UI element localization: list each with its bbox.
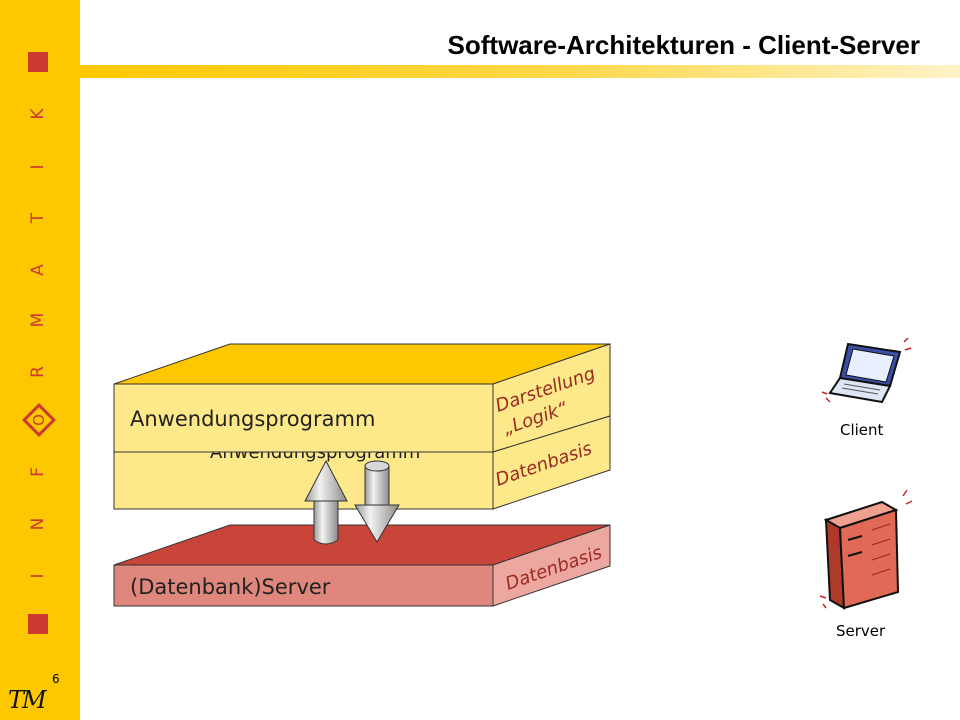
server-tower-icon (819, 489, 913, 610)
laptop-icon (821, 337, 912, 404)
client-stack: Anwendungsprogramm Anwendungsprogramm Da… (113, 343, 611, 510)
sidebar-square-bottom (28, 614, 48, 634)
up-arrow-icon (304, 459, 348, 545)
client-label: Client (840, 421, 884, 439)
down-arrow-icon (354, 460, 400, 543)
title-underline (80, 65, 960, 78)
server-front-label: (Datenbank)Server (130, 575, 331, 599)
client-front-box (113, 383, 494, 453)
server-label: Server (836, 622, 886, 640)
server-stack: (Datenbank)Server Datenbasis (113, 524, 611, 607)
page-title: Software-Architekturen - Client-Server (447, 30, 920, 60)
client-lower-front (113, 451, 494, 510)
page-number: 6 (52, 672, 60, 686)
tm-logo: TM (8, 686, 47, 714)
client-side-lower (492, 415, 611, 510)
server-front-face (113, 564, 494, 607)
sidebar-square-top (28, 52, 48, 72)
sidebar: K I T A M R O F N I 6 TM (0, 0, 80, 720)
client-front-label: Anwendungsprogramm (130, 407, 375, 431)
